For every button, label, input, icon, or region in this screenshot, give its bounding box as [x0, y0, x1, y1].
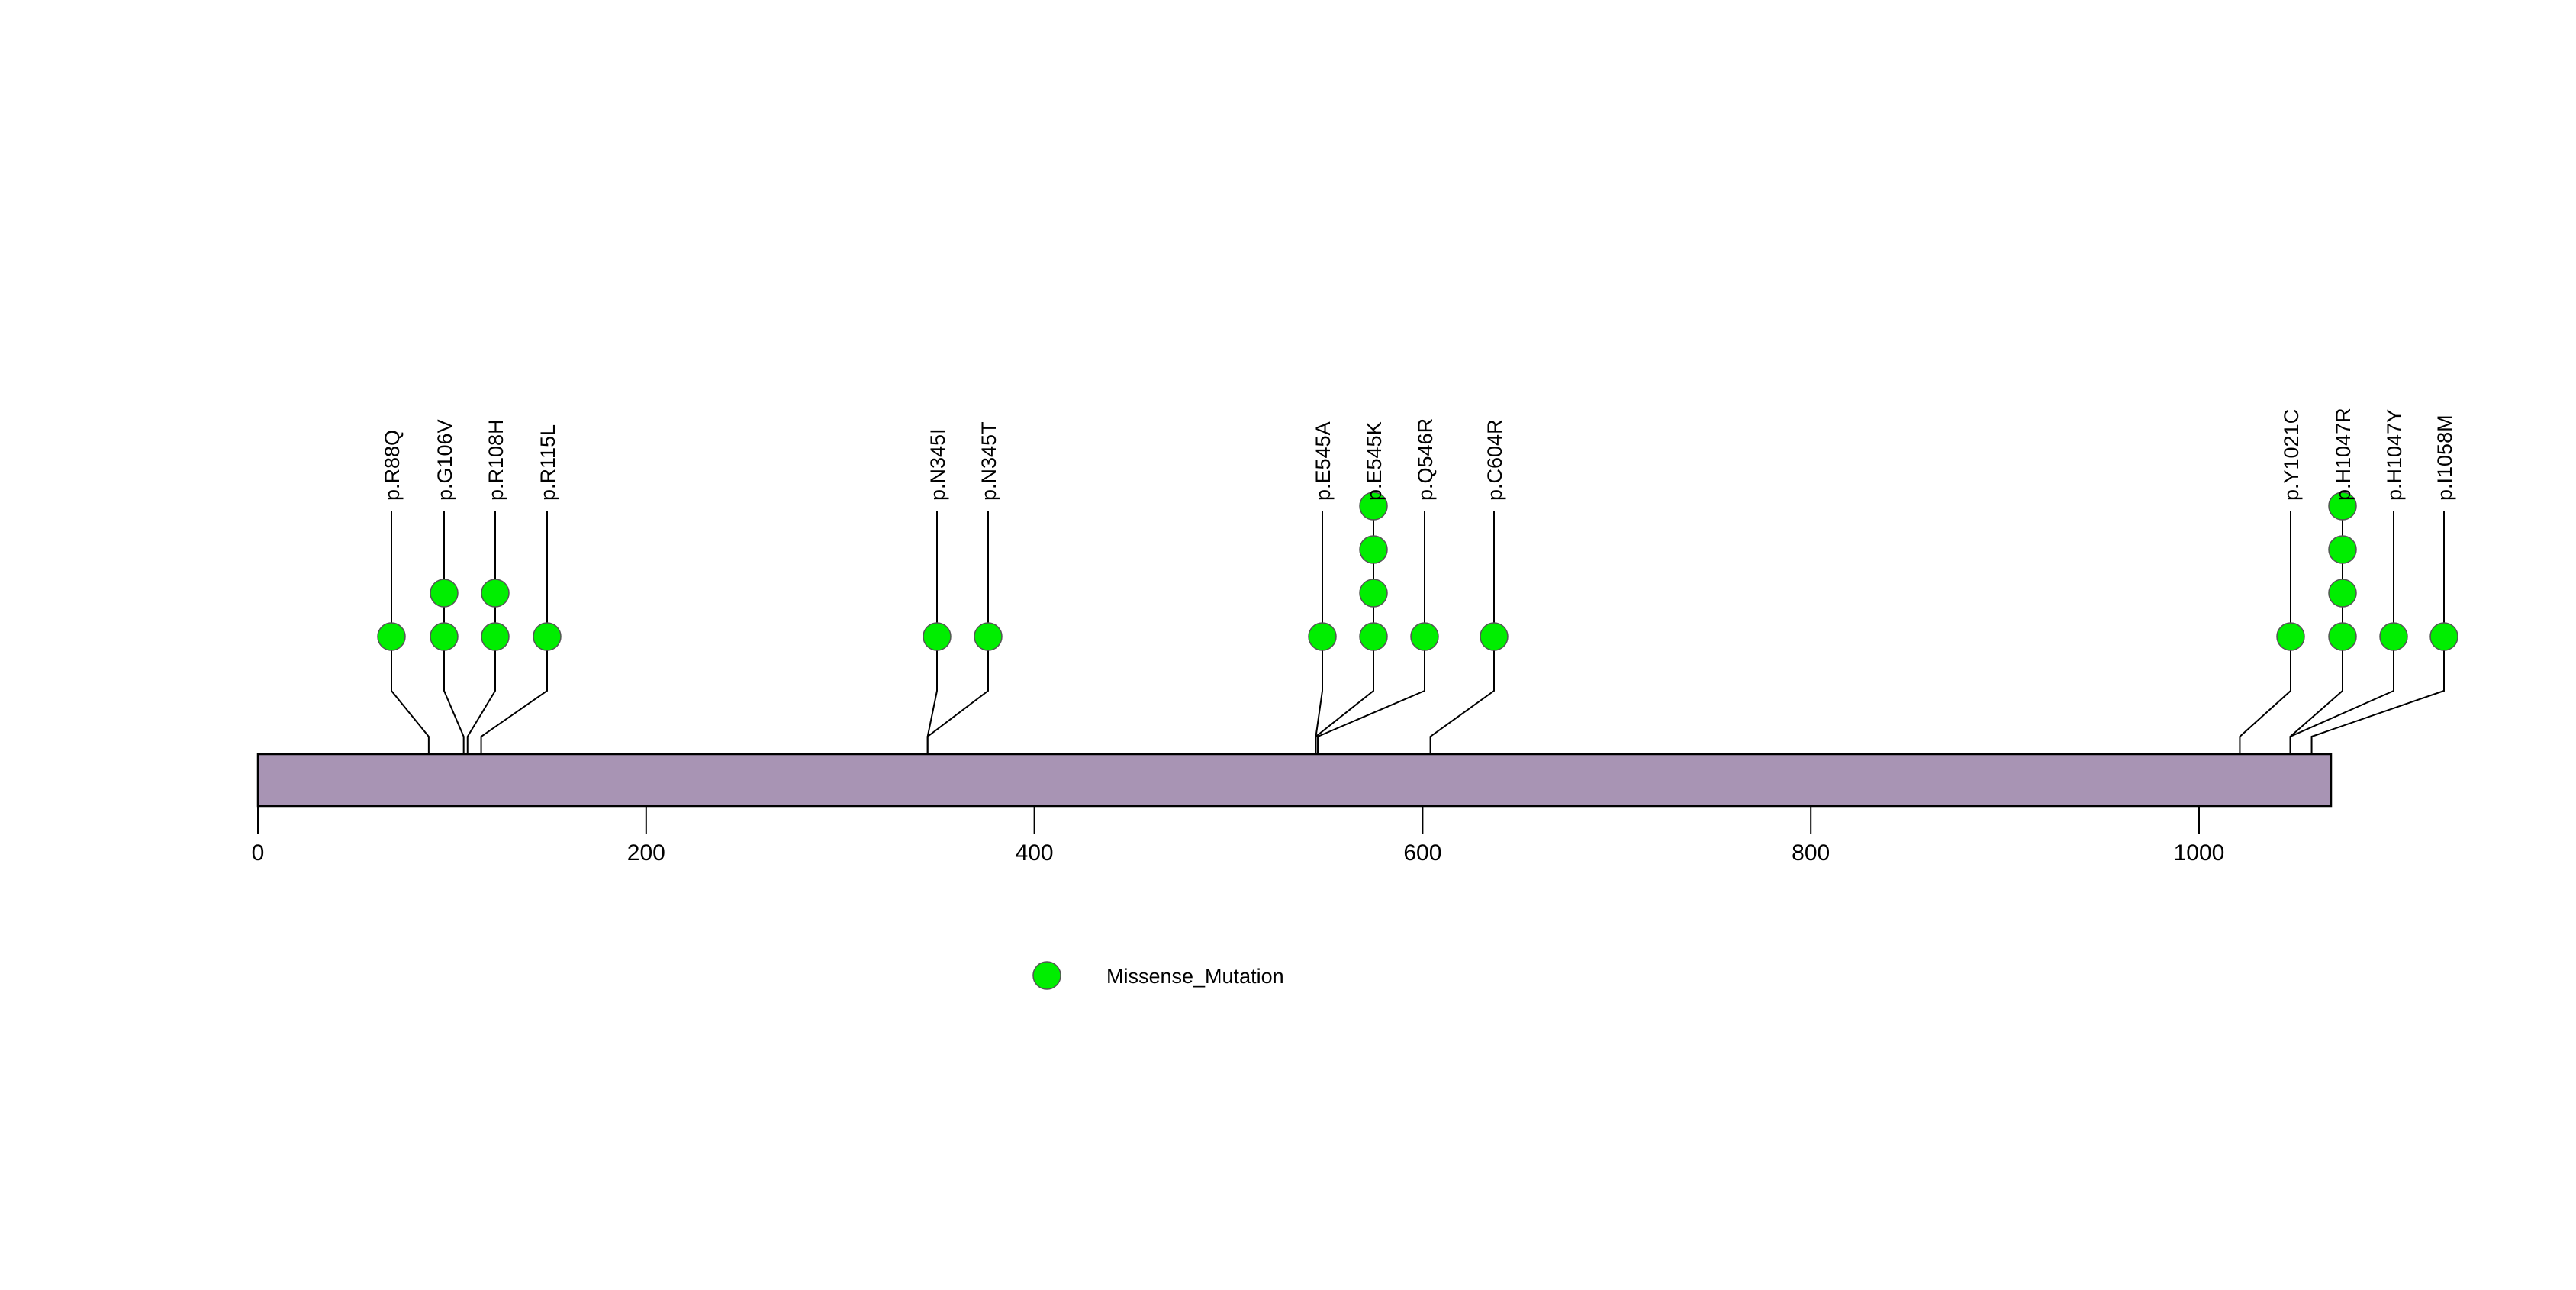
mutation-label: p.Q546R	[1414, 418, 1437, 501]
axis-tick-label: 800	[1792, 840, 1830, 866]
legend-layer: Missense_Mutation	[1032, 961, 1284, 990]
mutation-label: p.R115L	[536, 424, 559, 501]
mutation-dot[interactable]	[1480, 622, 1509, 651]
mutation-dot[interactable]	[1410, 622, 1439, 651]
protein-bar-layer	[256, 753, 2333, 808]
mutation-dot[interactable]	[923, 622, 952, 651]
mutation-label: p.E545K	[1363, 421, 1386, 501]
mutation-label: p.I1058M	[2433, 414, 2456, 501]
mutation-dot[interactable]	[2328, 579, 2357, 608]
mutation-dot[interactable]	[2328, 492, 2357, 521]
mutation-dot[interactable]	[2379, 622, 2408, 651]
mutation-dot[interactable]	[481, 622, 510, 651]
mutation-label: p.R108H	[485, 419, 507, 501]
axis-tick-label: 200	[627, 840, 665, 866]
mutation-dot[interactable]	[974, 622, 1003, 651]
mutation-dot[interactable]	[430, 622, 459, 651]
mutation-label: p.Y1021C	[2280, 409, 2303, 501]
axis-tick-label: 1000	[2174, 840, 2225, 866]
mutation-dot[interactable]	[2328, 535, 2357, 564]
mutation-label: p.N345T	[977, 421, 1000, 501]
protein-domain-bar	[256, 753, 2333, 808]
mutation-label: p.N345I	[926, 428, 949, 501]
mutation-label: p.E545A	[1312, 421, 1335, 501]
mutation-label-layer: p.R88Q p.G106V p.R108H p.R115L p.N345I p.N345…	[381, 408, 2456, 501]
mutation-dot[interactable]	[377, 622, 406, 651]
mutation-dot[interactable]	[533, 622, 562, 651]
axis-layer: 0 200 400 600 800 1000	[252, 806, 2225, 866]
mutation-dot[interactable]	[430, 579, 459, 608]
axis-tick-label: 0	[252, 840, 265, 866]
mutation-dot[interactable]	[2429, 622, 2458, 651]
mutation-dot[interactable]	[1308, 622, 1337, 651]
mutation-dot[interactable]	[1359, 492, 1388, 521]
mutation-label: p.C604R	[1483, 419, 1506, 501]
legend-marker-icon[interactable]	[1032, 961, 1061, 990]
mutation-label: p.R88Q	[381, 430, 404, 501]
mutation-dot[interactable]	[2276, 622, 2305, 651]
mutation-dot-layer	[377, 492, 2458, 651]
mutation-dot[interactable]	[1359, 579, 1388, 608]
mutation-dot[interactable]	[1359, 622, 1388, 651]
mutation-label: p.H1047Y	[2383, 409, 2406, 501]
mutation-label: p.H1047R	[2332, 408, 2355, 501]
mutation-label: p.G106V	[433, 419, 456, 501]
mutation-dot[interactable]	[1359, 535, 1388, 564]
mutation-dot[interactable]	[2328, 622, 2357, 651]
axis-tick-label: 600	[1403, 840, 1441, 866]
axis-tick-label: 400	[1016, 840, 1054, 866]
mutation-dot[interactable]	[481, 579, 510, 608]
legend-label: Missense_Mutation	[1106, 965, 1284, 988]
